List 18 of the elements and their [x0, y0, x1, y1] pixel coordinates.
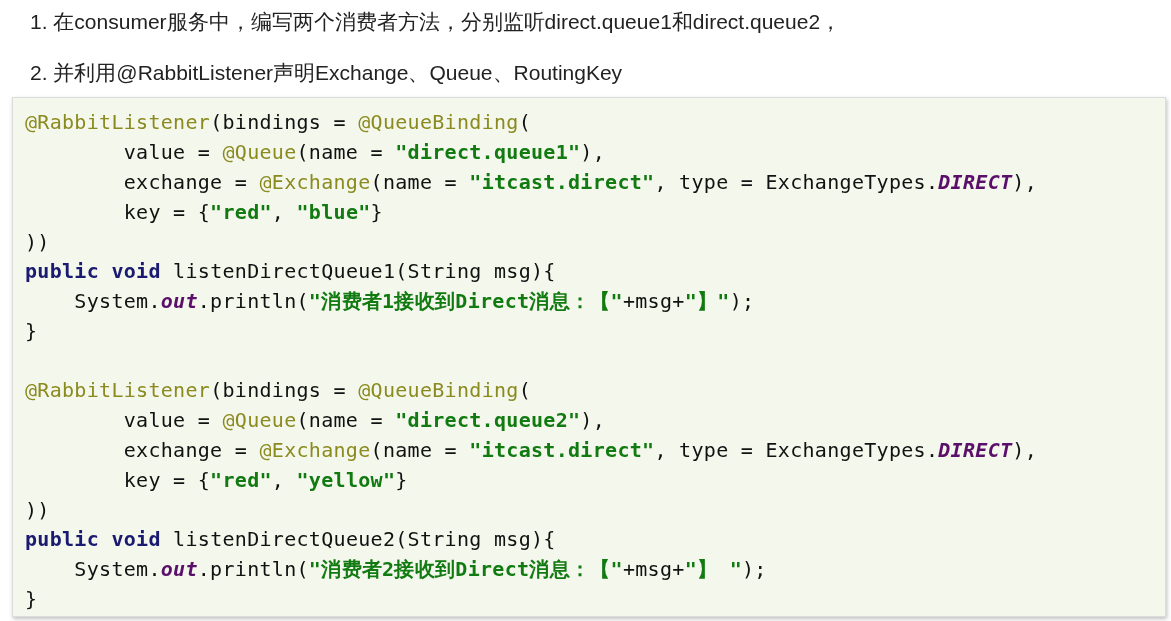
- code-line: exchange = @Exchange(name = "itcast.direct", type = ExchangeTypes.DIRECT),: [123, 437, 1037, 463]
- code-line: )): [25, 497, 50, 523]
- code-line: )): [25, 229, 50, 255]
- code-line: value = @Queue(name = "direct.queue1"),: [123, 139, 606, 165]
- code-line: System.out.println("消费者2接收到Direct消息：【"+msg+"】 ");: [74, 556, 767, 582]
- code-line: key = {"red", "blue"}: [123, 199, 383, 225]
- code-line: value = @Queue(name = "direct.queue2"),: [123, 407, 606, 433]
- list-item: 2. 并利用@RabbitListener声明Exchange、Queue、RoutingKey: [30, 60, 623, 86]
- code-line: public void listenDirectQueue2(String msg){: [25, 526, 556, 552]
- code-line: exchange = @Exchange(name = "itcast.direct", type = ExchangeTypes.DIRECT),: [123, 169, 1037, 195]
- code-line: public void listenDirectQueue1(String msg){: [25, 258, 556, 284]
- code-line: @RabbitListener(bindings = @QueueBinding(: [25, 109, 531, 135]
- code-line: }: [25, 586, 38, 612]
- code-line: key = {"red", "yellow"}: [123, 467, 408, 493]
- code-line: System.out.println("消费者1接收到Direct消息：【"+msg+"】");: [74, 288, 755, 314]
- code-line: @RabbitListener(bindings = @QueueBinding(: [25, 377, 531, 403]
- code-line: }: [25, 318, 38, 344]
- list-item: 1. 在consumer服务中，编写两个消费者方法，分别监听direct.queue1和direct.queue2，: [30, 9, 842, 35]
